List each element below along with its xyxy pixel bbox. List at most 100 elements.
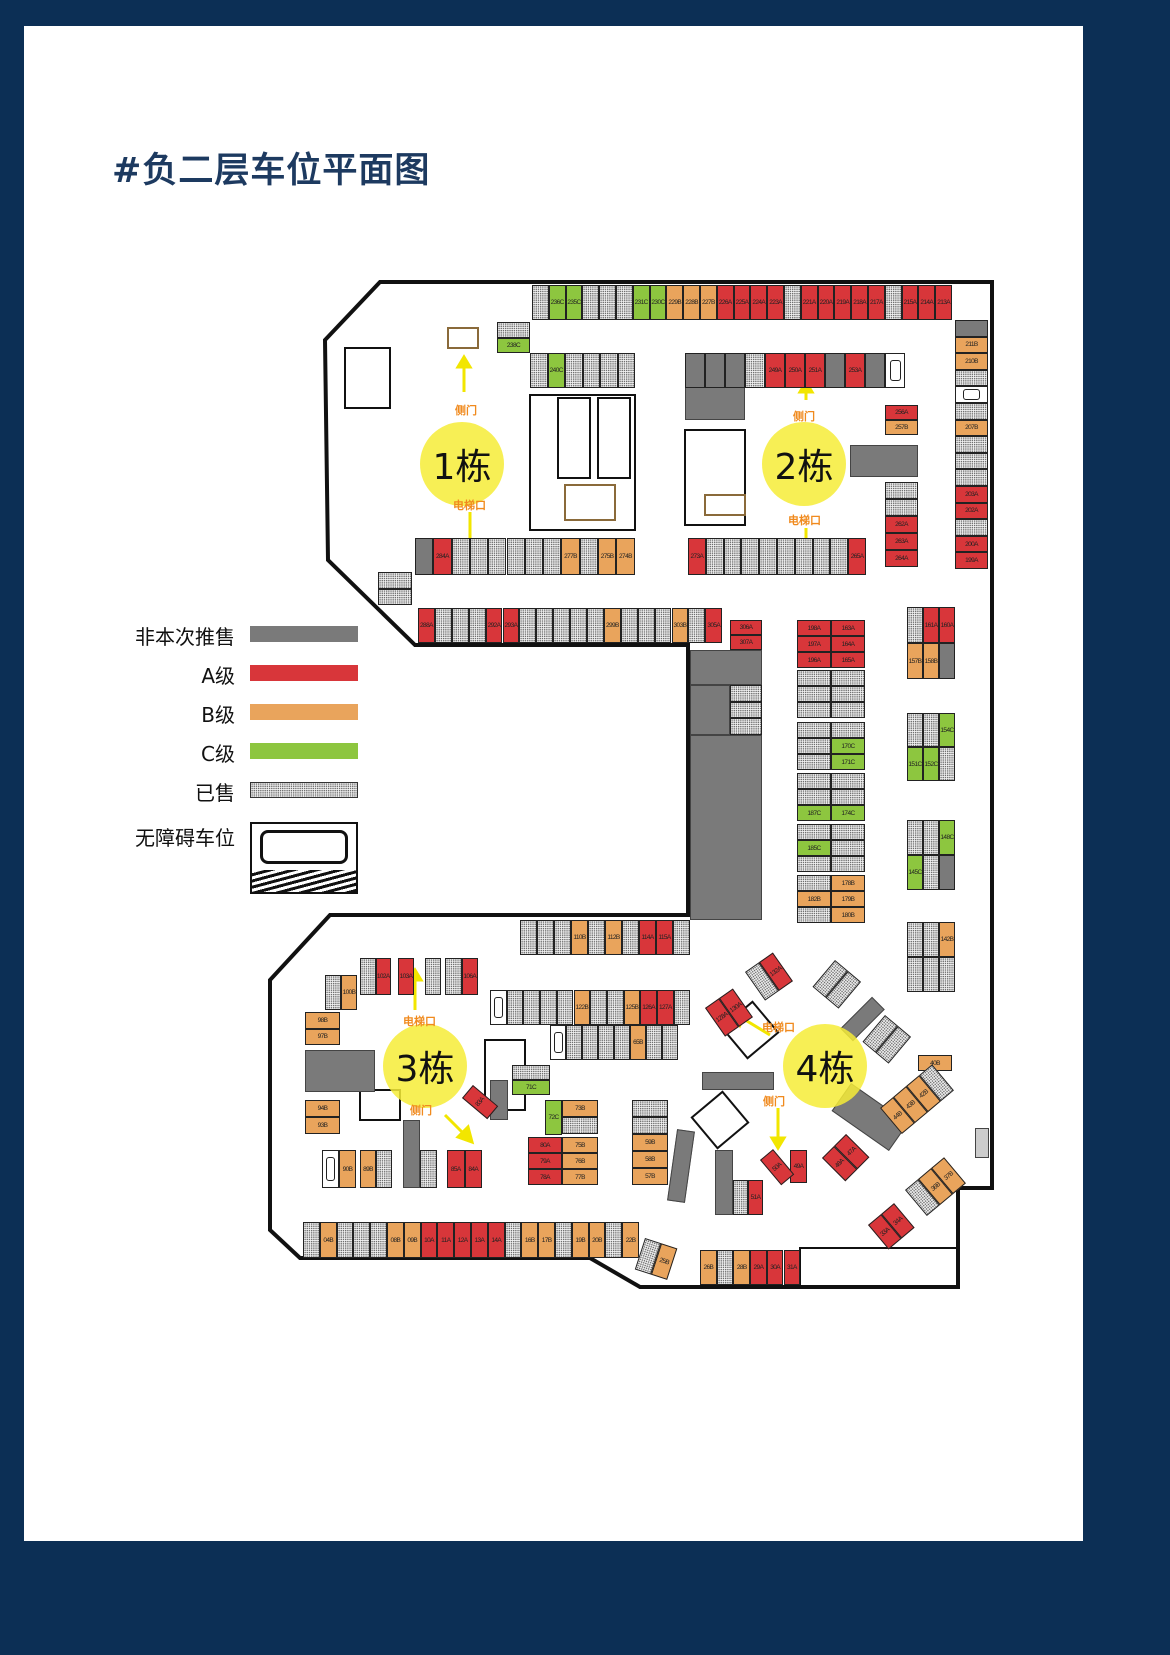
parking-spot-151[interactable]: 151C [907, 747, 923, 781]
parking-spot-160[interactable]: 160A [939, 607, 955, 643]
parking-spot-211[interactable]: 211B [955, 336, 988, 354]
parking-spot-57[interactable]: 57B [632, 1168, 668, 1185]
parking-spot-265[interactable]: 265A [848, 538, 866, 575]
parking-spot-20[interactable]: 20B [588, 1222, 606, 1258]
parking-spot-256[interactable]: 256A [885, 405, 918, 420]
parking-spot-71[interactable]: 71C [512, 1080, 550, 1095]
parking-spot-accessible[interactable] [322, 1150, 339, 1188]
parking-spot-sold[interactable] [506, 990, 524, 1025]
parking-spot-sold[interactable] [797, 907, 831, 923]
parking-spot-77[interactable]: 77B [562, 1169, 598, 1185]
parking-spot-100[interactable]: 100B [341, 975, 357, 1010]
parking-spot-sold[interactable] [468, 608, 486, 643]
parking-spot-sold[interactable] [570, 608, 587, 643]
parking-spot-273[interactable]: 273A [688, 538, 706, 575]
parking-spot-sold[interactable] [590, 990, 607, 1025]
parking-spot-sold[interactable] [955, 369, 988, 387]
parking-spot-sold[interactable] [325, 975, 341, 1010]
parking-spot-not-for-sale[interactable] [865, 353, 885, 388]
parking-spot-28[interactable]: 28B [733, 1250, 751, 1285]
parking-spot-78[interactable]: 78A [528, 1169, 562, 1185]
parking-spot-sold[interactable] [555, 1222, 572, 1258]
parking-spot-not-for-sale[interactable] [705, 353, 725, 388]
parking-spot-sold[interactable] [378, 572, 412, 589]
parking-spot-263[interactable]: 263A [885, 533, 918, 550]
parking-spot-sold[interactable] [923, 713, 939, 747]
parking-spot-sold[interactable] [884, 285, 902, 320]
parking-spot-277[interactable]: 277B [561, 538, 580, 575]
parking-spot-145[interactable]: 145C [907, 855, 923, 890]
parking-spot-110[interactable]: 110B [571, 920, 588, 955]
parking-spot-228[interactable]: 228B [683, 285, 700, 320]
parking-spot-sold[interactable] [376, 1150, 392, 1188]
parking-spot-79[interactable]: 79A [528, 1153, 562, 1169]
parking-spot-227[interactable]: 227B [700, 285, 717, 320]
parking-spot-sold[interactable] [632, 1100, 668, 1117]
parking-spot-203[interactable]: 203A [955, 486, 988, 503]
parking-spot-sold[interactable] [955, 452, 988, 470]
parking-spot-223[interactable]: 223A [767, 285, 784, 320]
parking-spot-202[interactable]: 202A [955, 502, 988, 520]
parking-spot-sold[interactable] [445, 958, 462, 995]
parking-spot-accessible[interactable] [490, 990, 507, 1025]
parking-spot-sold[interactable] [797, 875, 831, 891]
parking-spot-sold[interactable] [797, 824, 831, 840]
parking-spot-292[interactable]: 292A [485, 608, 503, 643]
parking-spot-sold[interactable] [599, 285, 616, 320]
parking-spot-73[interactable]: 73B [562, 1100, 598, 1117]
parking-spot-sold[interactable] [582, 1025, 598, 1060]
parking-spot-224[interactable]: 224A [750, 285, 768, 320]
parking-spot-sold[interactable] [673, 920, 690, 955]
parking-spot-249[interactable]: 249A [765, 353, 785, 388]
parking-spot-sold[interactable] [582, 285, 600, 320]
parking-spot-sold[interactable] [566, 1025, 582, 1060]
parking-spot-sold[interactable] [831, 686, 865, 702]
parking-spot-accessible[interactable] [955, 386, 988, 403]
parking-spot-sold[interactable] [497, 322, 530, 338]
parking-spot-221[interactable]: 221A [800, 285, 818, 320]
parking-spot-not-for-sale[interactable] [685, 353, 705, 388]
parking-spot-102[interactable]: 102A [375, 958, 391, 995]
parking-spot-sold[interactable] [554, 920, 571, 955]
parking-spot-94[interactable]: 94B [305, 1100, 340, 1117]
parking-spot-sold[interactable] [797, 686, 831, 702]
parking-spot-sold[interactable] [556, 990, 574, 1025]
parking-spot-sold[interactable] [654, 608, 672, 643]
parking-spot-219[interactable]: 219A [834, 285, 852, 320]
parking-spot-sold[interactable] [646, 1025, 662, 1060]
parking-spot-accessible[interactable] [550, 1025, 566, 1060]
parking-spot-sold[interactable] [730, 685, 762, 702]
parking-spot-sold[interactable] [797, 789, 831, 805]
parking-spot-163[interactable]: 163A [831, 620, 865, 636]
parking-spot-sold[interactable] [907, 957, 923, 992]
parking-spot-185[interactable]: 185C [797, 840, 831, 856]
parking-spot-89[interactable]: 89B [360, 1150, 376, 1188]
parking-spot-180[interactable]: 180B [831, 907, 865, 923]
parking-spot-sold[interactable] [378, 588, 412, 605]
parking-spot-sold[interactable] [587, 608, 604, 643]
parking-spot-80[interactable]: 80A [528, 1137, 562, 1153]
parking-spot-sold[interactable] [955, 519, 988, 536]
parking-spot-220[interactable]: 220A [817, 285, 835, 320]
parking-spot-sold[interactable] [606, 990, 624, 1025]
parking-spot-sold[interactable] [797, 773, 831, 789]
parking-spot-196[interactable]: 196A [797, 652, 831, 668]
parking-spot-288[interactable]: 288A [418, 608, 435, 643]
parking-spot-293[interactable]: 293A [502, 608, 520, 643]
parking-spot-sold[interactable] [923, 922, 939, 957]
parking-spot-sold[interactable] [797, 856, 831, 872]
parking-spot-sold[interactable] [831, 856, 865, 872]
parking-spot-199[interactable]: 199A [955, 552, 988, 569]
parking-spot-97[interactable]: 97B [305, 1028, 340, 1045]
parking-spot-170[interactable]: 170C [831, 738, 865, 754]
parking-spot-165[interactable]: 165A [831, 652, 865, 668]
parking-spot-09[interactable]: 09B [403, 1222, 421, 1258]
parking-spot-236[interactable]: 236C [548, 285, 566, 320]
parking-spot-sold[interactable] [565, 353, 583, 388]
parking-spot-17[interactable]: 17B [538, 1222, 555, 1258]
parking-spot-29[interactable]: 29A [750, 1250, 767, 1285]
parking-spot-sold[interactable] [579, 538, 598, 575]
parking-spot-179[interactable]: 179B [831, 891, 865, 907]
parking-spot-26[interactable]: 26B [700, 1250, 717, 1285]
parking-spot-not-for-sale[interactable] [955, 320, 988, 337]
